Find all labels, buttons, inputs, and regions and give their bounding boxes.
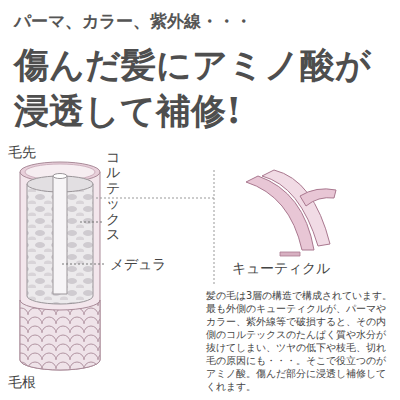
part-label: 毛先: [8, 144, 36, 162]
part-label: コルテックス: [106, 150, 120, 242]
note-text: 髪の毛は3層の構造で構成されています。最も外側のキューティクルが、パーマやカラー…: [206, 290, 394, 394]
main-heading: 傷んだ髪にアミノ酸が浸透して補修!: [14, 42, 386, 134]
part-label: メデュラ: [110, 256, 166, 274]
part-label: キューティクル: [232, 260, 330, 278]
part-label: 毛根: [8, 374, 36, 392]
sub-heading: パーマ、カラー、紫外線・・・: [14, 10, 386, 32]
